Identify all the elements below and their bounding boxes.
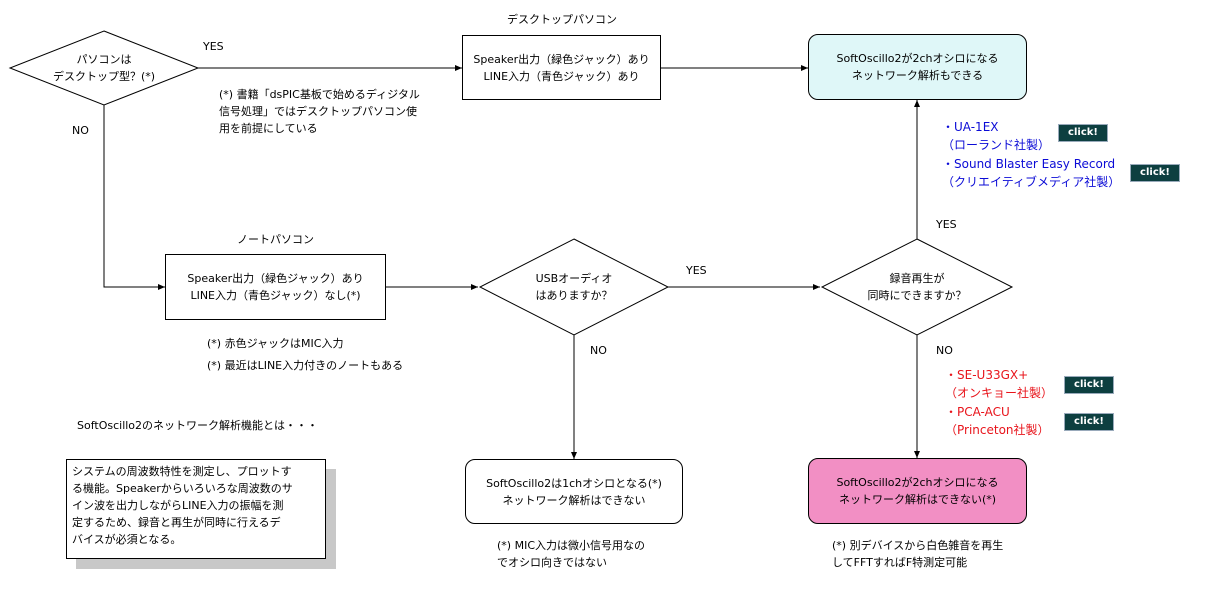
device-ng-1-name: ・SE-U33GX+ xyxy=(945,368,1029,382)
result-bottom-line2: ネットワーク解析はできない(*) xyxy=(838,493,997,506)
notebook-footnote-1: (*) 赤色ジャックはMIC入力 xyxy=(207,337,344,350)
yes-label-rec: YES xyxy=(936,218,957,231)
device-ng-2-name: ・PCA-ACU xyxy=(945,405,1010,419)
notebook-spec-box: Speaker出力（緑色ジャック）あり LINE入力（青色ジャック）なし(*) xyxy=(165,254,386,320)
device-ok-1-maker: （ローランド社製） xyxy=(942,138,1051,152)
device-ok-1: ・UA-1EX （ローランド社製） xyxy=(942,118,1050,154)
device-ok-1-click-button[interactable]: click! xyxy=(1058,124,1108,142)
yes-label-desktop: YES xyxy=(203,40,224,53)
result-bottom-line1: SoftOscillo2が2chオシロになる xyxy=(836,476,999,489)
desktop-footnote-line1: (*) 書籍「dsPIC基板で始めるディジタル xyxy=(219,88,420,101)
info-line-4: 定するため、録音と再生が同時に行えるデ xyxy=(72,516,281,529)
mic-footnote-line1: (*) MIC入力は微小信号用なの xyxy=(497,539,645,552)
notebook-footnote-2: (*) 最近はLINE入力付きのノートもある xyxy=(207,359,404,372)
result-2ch-with-network: SoftOscillo2が2chオシロになる ネットワーク解析もできる xyxy=(808,34,1027,100)
device-ok-2-name: ・Sound Blaster Easy Record xyxy=(942,157,1116,171)
notebook-spec-line1: Speaker出力（緑色ジャック）あり xyxy=(187,272,364,285)
start-question-line2: デスクトップ型？(*) xyxy=(52,70,156,83)
white-noise-footnote: (*) 別デバイスから白色雑音を再生 してFFTすればF特測定可能 xyxy=(832,537,1003,571)
desktop-footnote: (*) 書籍「dsPIC基板で始めるディジタル 信号処理」ではデスクトップパソコ… xyxy=(219,86,420,137)
device-ng-2: ・PCA-ACU （Princeton社製） xyxy=(945,403,1050,439)
device-ok-2-click-button[interactable]: click! xyxy=(1130,164,1180,182)
mic-footnote-line2: でオシロ向きではない xyxy=(497,556,607,569)
device-ng-2-click-button[interactable]: click! xyxy=(1064,413,1114,431)
result-mid-line2: ネットワーク解析はできない xyxy=(502,493,646,507)
no-label-desktop: NO xyxy=(72,124,89,137)
no-label-rec: NO xyxy=(936,344,953,357)
no-label-usb: NO xyxy=(590,344,607,357)
device-ng-1: ・SE-U33GX+ （オンキョー社製） xyxy=(945,366,1053,402)
device-ng-1-click-button[interactable]: click! xyxy=(1064,376,1114,394)
desktop-footnote-line2: 信号処理」ではデスクトップパソコン使 xyxy=(219,105,417,118)
notebook-footnotes: (*) 赤色ジャックはMIC入力 (*) 最近はLINE入力付きのノートもある xyxy=(207,333,403,377)
info-line-1: システムの周波数特性を測定し、プロットす xyxy=(72,465,292,478)
device-ok-2-maker: （クリエイティブメディア社製） xyxy=(942,175,1121,189)
info-title: SoftOscillo2のネットワーク解析機能とは・・・ xyxy=(77,419,319,432)
start-question: パソコンは デスクトップ型？(*) xyxy=(44,51,164,85)
usb-question-line1: USBオーディオ xyxy=(535,272,613,285)
usb-question-line2: はありますか？ xyxy=(535,289,613,302)
device-ng-2-maker: （Princeton社製） xyxy=(945,423,1050,437)
notebook-spec-line2: LINE入力（青色ジャック）なし(*) xyxy=(190,289,361,302)
rec-question-line1: 録音再生が xyxy=(889,272,945,285)
result-2ch-no-network: SoftOscillo2が2chオシロになる ネットワーク解析はできない(*) xyxy=(808,458,1027,524)
info-line-2: る機能。Speakerからいろいろな周波数のサ xyxy=(72,482,293,495)
desktop-footnote-line3: 用を前提にしている xyxy=(219,122,318,135)
device-ok-2: ・Sound Blaster Easy Record （クリエイティブメディア社… xyxy=(942,155,1120,191)
yes-label-usb: YES xyxy=(686,264,707,277)
device-ok-1-name: ・UA-1EX xyxy=(942,120,999,134)
start-question-line1: パソコンは xyxy=(76,53,132,66)
desktop-spec-line1: Speaker出力（緑色ジャック）あり xyxy=(473,52,650,66)
info-line-3: イン波を出力しながらLINE入力の振幅を測 xyxy=(72,499,284,512)
rec-question-line2: 同時にできますか？ xyxy=(867,289,967,302)
white-noise-footnote-line1: (*) 別デバイスから白色雑音を再生 xyxy=(832,539,1004,552)
usb-question: USBオーディオ はありますか？ xyxy=(514,270,634,304)
info-line-5: バイスが必須となる。 xyxy=(72,533,182,546)
mic-footnote: (*) MIC入力は微小信号用なの でオシロ向きではない xyxy=(497,537,645,571)
result-1ch-no-network: SoftOscillo2は1chオシロとなる(*) ネットワーク解析はできない xyxy=(465,459,683,524)
desktop-spec-line2: LINE入力（青色ジャック）あり xyxy=(483,69,640,83)
rec-question: 録音再生が 同時にできますか？ xyxy=(852,270,982,304)
result-top-line2: ネットワーク解析もできる xyxy=(851,69,984,82)
notebook-title: ノートパソコン xyxy=(237,233,314,246)
white-noise-footnote-line2: してFFTすればF特測定可能 xyxy=(832,556,968,569)
result-top-line1: SoftOscillo2が2chオシロになる xyxy=(836,52,999,65)
desktop-spec-box: Speaker出力（緑色ジャック）あり LINE入力（青色ジャック）あり xyxy=(462,35,661,100)
device-ng-1-maker: （オンキョー社製） xyxy=(945,386,1054,400)
result-mid-line1: SoftOscillo2は1chオシロとなる(*) xyxy=(486,476,662,490)
info-box: システムの周波数特性を測定し、プロットす る機能。Speakerからいろいろな周… xyxy=(66,459,326,559)
desktop-title: デスクトップパソコン xyxy=(507,13,617,26)
